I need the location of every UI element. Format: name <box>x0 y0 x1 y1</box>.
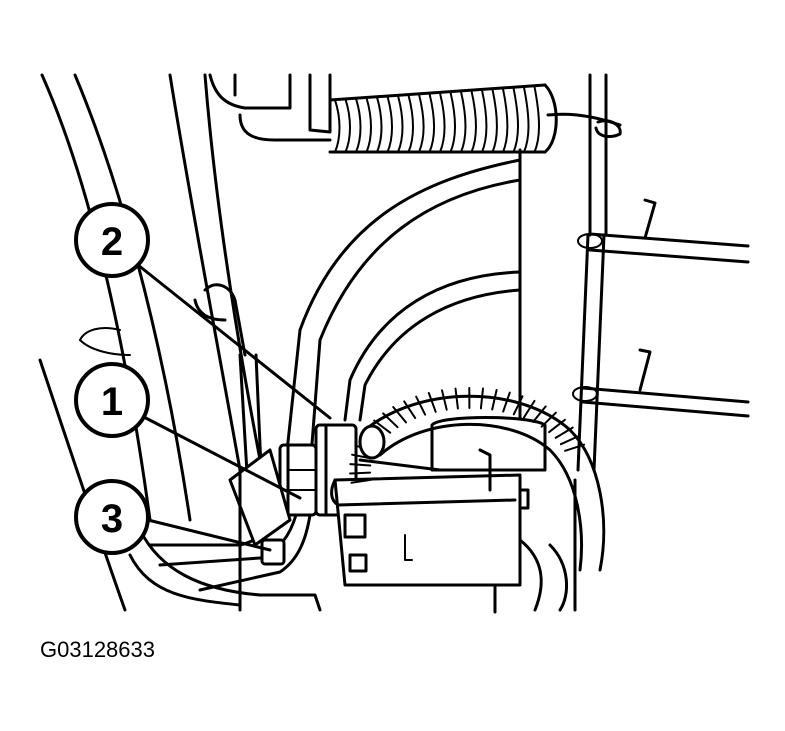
spring-coil-turn <box>481 89 488 153</box>
guide-channel <box>283 148 522 472</box>
spring-coil-turn <box>512 87 519 153</box>
spring-coil-turn <box>460 90 467 153</box>
conduit-rib <box>522 399 536 419</box>
conduit-rib <box>540 411 557 428</box>
spring-coil-turn <box>334 99 341 153</box>
conduit-rib <box>512 395 524 416</box>
spring-coil-turn <box>449 91 456 153</box>
spring-coil-turn <box>470 89 477 153</box>
leader-lines <box>136 263 332 552</box>
spring-coil-turn <box>386 95 393 153</box>
wire-rod-assembly <box>572 73 750 472</box>
lower-frame <box>128 468 577 614</box>
conduit-rib <box>349 471 372 475</box>
callout-2-label: 2 <box>101 220 123 264</box>
conduit-rib <box>350 478 373 484</box>
spring-coil-turn <box>491 88 498 153</box>
callout-1-label: 1 <box>101 380 123 424</box>
conduit-rib <box>502 391 511 413</box>
connector-harness <box>148 423 358 592</box>
conduit-rib <box>454 387 459 410</box>
conduit-rib <box>382 412 399 429</box>
conduit-rib <box>548 418 566 434</box>
spring-coil-turn <box>418 93 425 153</box>
spring-coil-turn <box>533 85 540 153</box>
conduit-rib <box>564 443 586 452</box>
control-module <box>330 416 547 587</box>
conduit-rib <box>403 400 417 420</box>
conduit-rib <box>392 406 407 424</box>
spring-coil-turn <box>407 94 414 153</box>
spring-coil-turn <box>376 96 383 153</box>
spring-coil-turn <box>523 86 530 153</box>
conduit-rib <box>373 419 392 434</box>
conduit-rib <box>441 389 448 411</box>
spring-coil-turn <box>344 98 351 153</box>
conduit-rib <box>559 434 581 446</box>
corrugated-conduit <box>349 387 606 572</box>
conduit-rib <box>349 463 372 467</box>
conduit-rib <box>479 387 484 410</box>
callout-3-label: 3 <box>101 497 123 541</box>
spring-coil-turn <box>502 87 509 153</box>
spring-coil-turn <box>439 92 446 153</box>
callout-1: 1 <box>74 362 150 438</box>
callout-3: 3 <box>74 479 150 555</box>
spring-coil-turn <box>355 97 362 153</box>
callout-2: 2 <box>74 202 150 278</box>
conduit-rib <box>554 426 574 439</box>
conduit-rib <box>491 389 498 411</box>
conduit-rib <box>415 395 427 416</box>
spring-coil-turn <box>428 92 435 153</box>
spring-coil-turn <box>365 96 372 153</box>
figure-code: G03128633 <box>40 637 155 662</box>
door-spring <box>208 73 622 154</box>
vehicle-body-panel <box>38 73 264 612</box>
conduit-rib <box>532 405 547 423</box>
spring-coil-turn <box>397 94 404 153</box>
conduit-rib <box>427 392 437 413</box>
